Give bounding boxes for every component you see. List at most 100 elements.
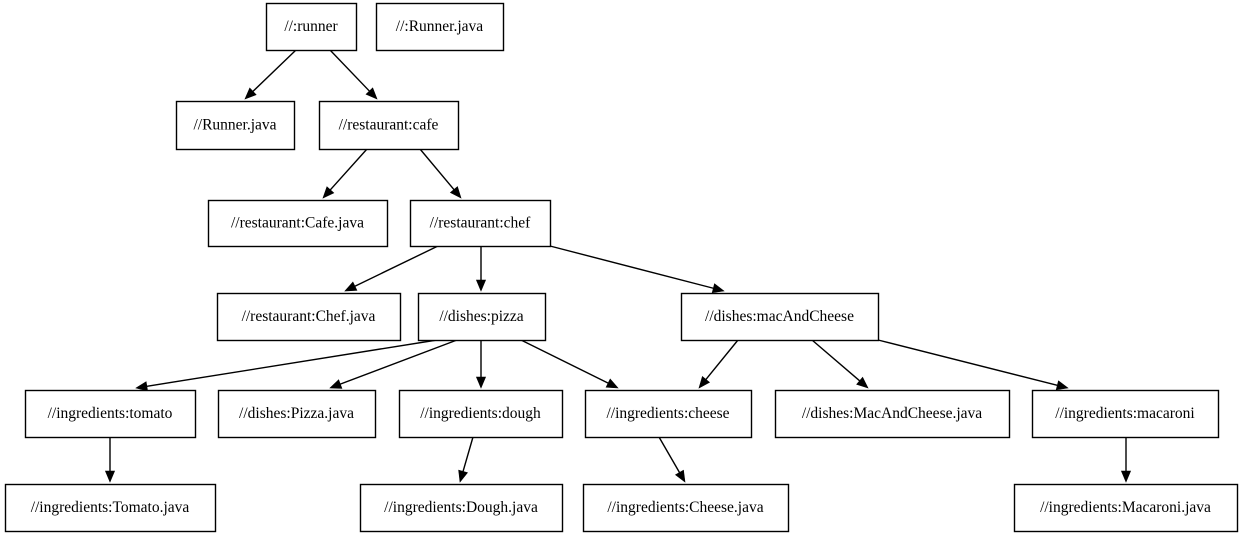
edge-restaurant_chef-to-restaurant_chef_java xyxy=(344,245,439,292)
edge-line xyxy=(146,339,438,387)
node-box[interactable] xyxy=(216,292,402,342)
arrowhead-icon xyxy=(135,381,148,392)
graph-node-ing_cheese_java[interactable]: //ingredients:Cheese.java xyxy=(582,483,790,533)
graph-node-ing_tomato[interactable]: //ingredients:tomato xyxy=(24,389,197,439)
edge-dishes_pizza-to-dishes_pizza_java xyxy=(329,339,458,389)
arrowhead-icon xyxy=(1120,470,1132,483)
node-label: //restaurant:Chef.java xyxy=(242,308,376,325)
edges-layer xyxy=(104,49,1132,483)
arrowhead-icon xyxy=(711,283,725,294)
arrowhead-icon xyxy=(365,87,378,100)
graph-node-restaurant_chef[interactable]: //restaurant:chef xyxy=(409,199,552,248)
node-box[interactable] xyxy=(375,2,505,52)
graph-node-root_runner_java[interactable]: //:Runner.java xyxy=(375,2,505,52)
node-label: //:runner xyxy=(284,18,338,35)
graph-node-ing_macaroni_java[interactable]: //ingredients:Macaroni.java xyxy=(1013,483,1239,533)
node-label: //restaurant:cafe xyxy=(339,117,439,134)
node-box[interactable] xyxy=(409,199,552,248)
nodes-layer: //:runner //:Runner.java //Runner.java //re… xyxy=(4,2,1239,533)
edge-restaurant_chef-to-dishes_macandcheese xyxy=(549,245,725,294)
edge-dishes_macandcheese-to-ing_cheese xyxy=(698,339,739,389)
graph-node-ing_dough[interactable]: //ingredients:dough xyxy=(398,389,564,439)
edge-line xyxy=(520,339,609,384)
graph-node-dishes_pizza[interactable]: //dishes:pizza xyxy=(417,292,547,342)
graph-node-dishes_macandcheese[interactable]: //dishes:macAndCheese xyxy=(680,292,880,342)
arrowhead-icon xyxy=(856,376,869,389)
node-box[interactable] xyxy=(1013,483,1239,533)
edge-line xyxy=(340,339,458,385)
node-box[interactable] xyxy=(417,292,547,342)
node-label: //restaurant:chef xyxy=(430,215,532,232)
edge-ing_cheese-to-ing_cheese_java xyxy=(658,436,686,483)
edge-line xyxy=(462,436,474,472)
edge-line xyxy=(877,339,1058,386)
node-box[interactable] xyxy=(217,389,377,439)
node-box[interactable] xyxy=(582,483,790,533)
edge-line xyxy=(354,245,439,287)
edge-line xyxy=(705,339,739,380)
node-label: //ingredients:macaroni xyxy=(1055,405,1195,422)
graph-node-restaurant_chef_java[interactable]: //restaurant:Chef.java xyxy=(216,292,402,342)
node-label: //ingredients:Cheese.java xyxy=(607,499,763,516)
graph-node-runner[interactable]: //:runner xyxy=(265,2,358,52)
edge-restaurant_chef-to-dishes_pizza xyxy=(475,246,487,292)
node-label: //Runner.java xyxy=(193,117,276,134)
node-label: //ingredients:dough xyxy=(420,405,541,422)
edge-line xyxy=(419,148,455,191)
edge-restaurant_cafe-to-restaurant_chef xyxy=(419,148,462,199)
node-box[interactable] xyxy=(398,389,564,439)
node-label: //dishes:Pizza.java xyxy=(239,405,354,422)
node-box[interactable] xyxy=(584,389,753,439)
node-box[interactable] xyxy=(24,389,197,439)
graph-node-restaurant_cafe[interactable]: //restaurant:cafe xyxy=(318,100,460,151)
edge-line xyxy=(252,49,297,92)
edge-line xyxy=(329,148,368,191)
graph-node-dishes_macandcheese_java[interactable]: //dishes:MacAndCheese.java xyxy=(774,389,1011,439)
node-box[interactable] xyxy=(265,2,358,52)
edge-dishes_pizza-to-ing_dough xyxy=(475,340,487,389)
node-label: //ingredients:Dough.java xyxy=(384,499,538,516)
arrowhead-icon xyxy=(674,469,686,483)
graph-node-ing_dough_java[interactable]: //ingredients:Dough.java xyxy=(359,483,564,533)
graph-node-ing_cheese[interactable]: //ingredients:cheese xyxy=(584,389,753,439)
arrowhead-icon xyxy=(475,376,487,389)
node-box[interactable] xyxy=(318,100,460,151)
node-label: //ingredients:tomato xyxy=(48,405,173,422)
edge-dishes_macandcheese-to-ing_macaroni xyxy=(877,339,1069,391)
arrowhead-icon xyxy=(322,186,335,199)
node-label: //dishes:macAndCheese xyxy=(705,308,854,325)
node-box[interactable] xyxy=(1031,389,1220,439)
node-label: //ingredients:cheese xyxy=(606,405,729,422)
node-box[interactable] xyxy=(4,483,217,533)
node-label: //ingredients:Tomato.java xyxy=(31,499,190,516)
graph-node-dishes_pizza_java[interactable]: //dishes:Pizza.java xyxy=(217,389,377,439)
arrowhead-icon xyxy=(475,279,487,292)
edge-restaurant_cafe-to-restaurant_cafe_java xyxy=(322,148,368,199)
graph-node-ing_macaroni[interactable]: //ingredients:macaroni xyxy=(1031,389,1220,439)
node-box[interactable] xyxy=(207,199,389,248)
node-box[interactable] xyxy=(359,483,564,533)
arrowhead-icon xyxy=(329,379,343,389)
edge-ing_macaroni-to-ing_macaroni_java xyxy=(1120,437,1132,483)
node-label: //restaurant:Cafe.java xyxy=(231,215,364,232)
graph-node-ing_tomato_java[interactable]: //ingredients:Tomato.java xyxy=(4,483,217,533)
edge-runner-to-runner_java xyxy=(244,49,297,100)
edge-runner-to-restaurant_cafe xyxy=(329,49,378,100)
arrowhead-icon xyxy=(698,376,711,389)
edge-dishes_pizza-to-ing_tomato xyxy=(135,339,438,392)
node-label: //dishes:MacAndCheese.java xyxy=(802,405,982,422)
node-box[interactable] xyxy=(175,100,296,151)
arrowhead-icon xyxy=(104,470,116,483)
node-box[interactable] xyxy=(774,389,1011,439)
edge-line xyxy=(549,245,714,289)
graph-node-runner_java[interactable]: //Runner.java xyxy=(175,100,296,151)
graph-node-restaurant_cafe_java[interactable]: //restaurant:Cafe.java xyxy=(207,199,389,248)
edge-dishes_macandcheese-to-dishes_macandcheese_java xyxy=(811,339,869,389)
node-label: //:Runner.java xyxy=(396,18,484,35)
node-label: //ingredients:Macaroni.java xyxy=(1040,499,1211,516)
edge-line xyxy=(811,339,861,382)
node-box[interactable] xyxy=(680,292,880,342)
edge-ing_dough-to-ing_dough_java xyxy=(458,436,474,483)
edge-line xyxy=(658,436,681,473)
